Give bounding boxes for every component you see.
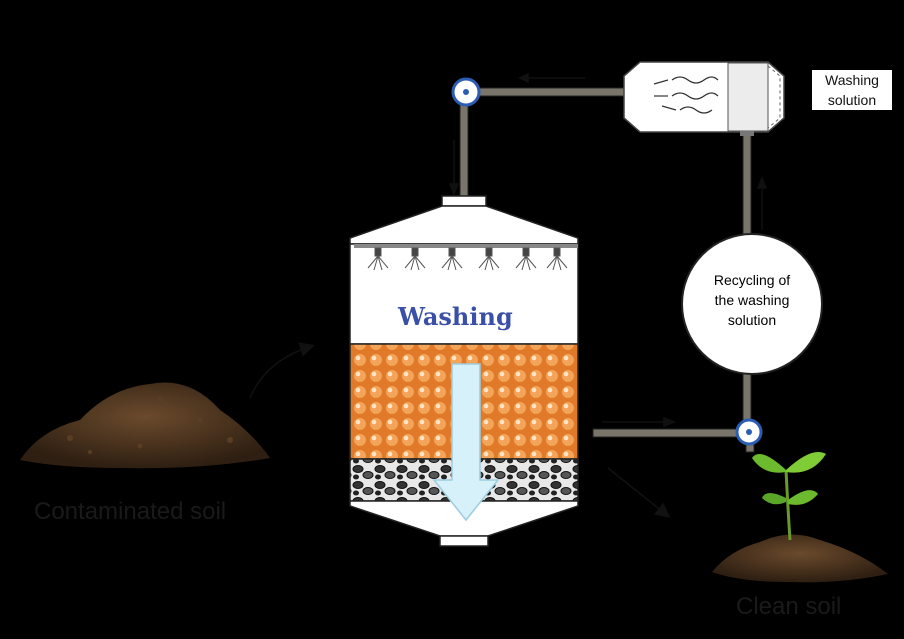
washing-solution-tank	[623, 61, 785, 136]
washing-solution-line-1: Washing	[812, 70, 892, 90]
recycling-line-3: solution	[727, 312, 777, 328]
flow-down-arrow	[432, 363, 500, 522]
washing-solution-line-2: solution	[812, 90, 892, 110]
clean-soil-pile	[712, 534, 888, 583]
valve-bottom	[735, 418, 763, 446]
plant-sprout-icon	[752, 452, 826, 541]
recycling-line-1: Recycling of	[713, 272, 791, 288]
input-curved-arrow	[249, 342, 315, 399]
washing-label: Washing	[398, 302, 513, 331]
clean-soil-label: Clean soil	[736, 593, 842, 620]
recycling-unit	[681, 233, 823, 375]
flow-arrows	[448, 72, 768, 428]
spray-nozzles	[354, 244, 578, 271]
recycling-line-2: the washing	[714, 292, 790, 308]
valve-top	[451, 77, 481, 107]
recycling-label: Recycling of the washing solution	[692, 270, 812, 330]
contaminated-soil-label: Contaminated soil	[34, 498, 227, 525]
contaminated-soil-pile	[20, 382, 270, 469]
output-diagonal-arrow	[607, 467, 671, 518]
washing-solution-label: Washing solution	[812, 70, 892, 110]
